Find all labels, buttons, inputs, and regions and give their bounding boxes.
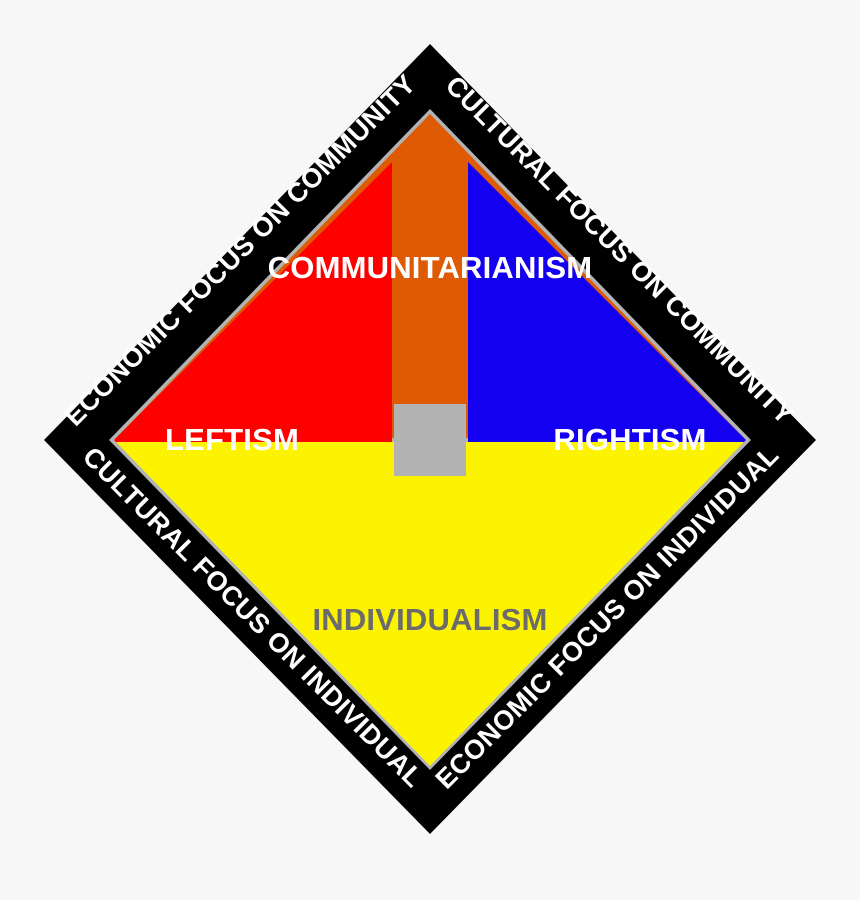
quadrant-label-leftism: LEFTISM xyxy=(165,422,299,457)
quadrant-label-individualism: INDIVIDUALISM xyxy=(312,602,547,637)
quadrant-individualism-shape[interactable] xyxy=(116,442,744,766)
quadrant-label-rightism: RIGHTISM xyxy=(553,422,706,457)
center-square[interactable] xyxy=(396,406,464,474)
quadrant-label-communitarianism: COMMUNITARIANISM xyxy=(268,250,593,285)
